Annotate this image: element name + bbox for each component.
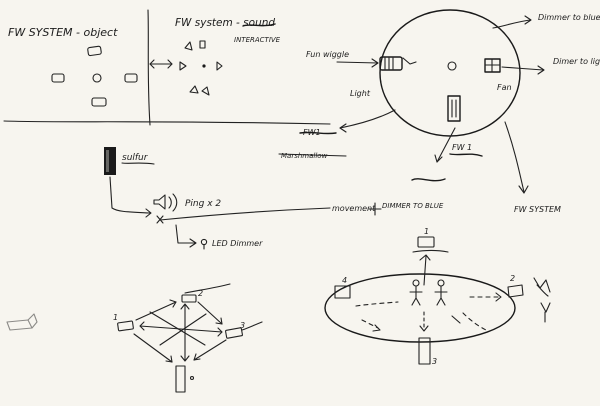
faint-box [6,313,38,331]
node-1-right: 1 [424,227,429,236]
node-3-right: 3 [432,357,437,366]
object-icons [51,45,138,107]
movement-line [159,207,331,221]
arrow-dimmer-blue [492,19,531,29]
divider-vertical [147,9,151,126]
label-fw1-left-strike: Marshmallow [281,152,328,160]
label-movement: movement [332,204,376,213]
light-box [379,56,403,71]
label-dimmer-to-blue-bottom: DIMMER TO BLUE [382,202,444,210]
label-fan-wiggle: Fun wiggle [306,50,349,59]
scribble-dimmer [411,178,446,182]
door-box [447,95,461,122]
divider-horizontal [3,120,331,125]
sound-icons [179,40,223,96]
arrow-fw1-left [339,109,396,129]
title-object: FW SYSTEM - object [8,26,118,39]
node-2-left: 2 [198,289,203,298]
speaker-icon [153,193,178,212]
label-ping: Ping x 2 [185,199,221,209]
label-light: Light [350,89,371,98]
node-3-left: 3 [240,321,245,330]
led-icon [200,238,208,250]
label-dimmer-to-light: Dimer to light [553,57,600,66]
node-4-right: 4 [342,276,347,285]
network-diagram-right [324,236,551,365]
label-led-dimmer: LED Dimmer [212,239,263,248]
arrow-dimmer-light [501,66,544,71]
label-fan: Fan [497,83,512,92]
system-oval [379,9,521,137]
scribble-strike [242,23,276,27]
label-fw-system: FW SYSTEM [514,205,561,214]
link-sulfur-ping [109,176,151,214]
sulfur-block [104,147,116,175]
label-dimmer-to-blue: Dimmer to blue [538,13,600,22]
link-led [175,224,196,244]
double-arrow-icon [149,59,173,69]
arrow-fw-system [504,121,525,193]
label-interactive: INTERACTIVE [234,36,281,44]
center-node [447,61,457,71]
plus-icon [368,202,382,216]
label-fw1-right: FW 1 [452,143,472,152]
node-2-right: 2 [510,274,515,283]
title-sound: FW system - sound [175,17,275,29]
light-cable [402,57,417,65]
node-1-left: 1 [113,313,118,322]
network-diagram-left [117,283,263,393]
label-sulfur: sulfur [122,153,149,163]
arrow-fw1-right [436,127,456,163]
